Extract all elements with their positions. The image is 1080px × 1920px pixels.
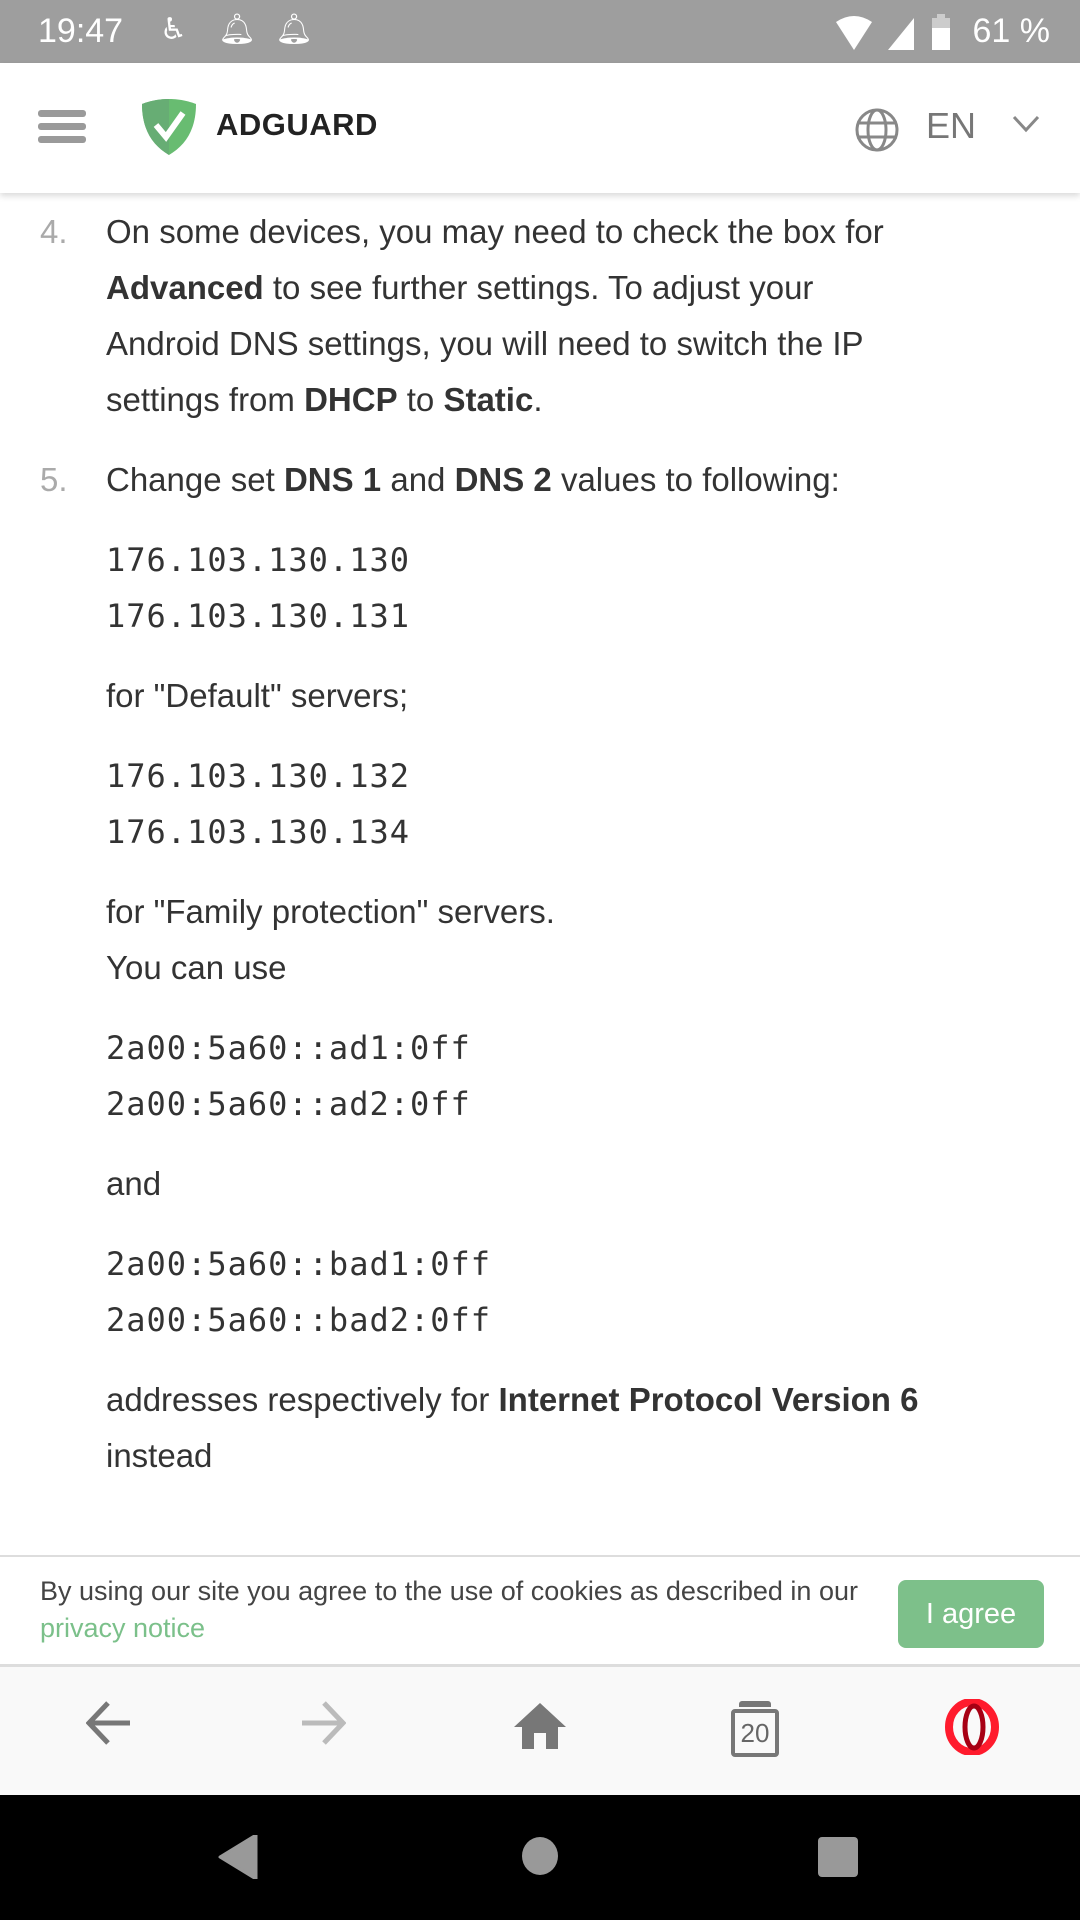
cookie-banner: By using our site you agree to the use o…: [0, 1555, 1080, 1667]
dns-address: 176.103.130.132: [106, 757, 410, 795]
globe-icon[interactable]: [855, 108, 899, 152]
dns-block: 176.103.130.130 176.103.130.131: [0, 532, 1080, 644]
list-number: 4.: [40, 213, 68, 250]
nav-recents-icon[interactable]: [818, 1837, 858, 1877]
status-bar: 19:47 ♿ 🔔︎ 🔔︎ 61 %: [0, 0, 1080, 63]
forward-arrow-icon[interactable]: [300, 1701, 346, 1745]
bell-icon: 🔔︎: [275, 13, 314, 46]
system-navigation-bar: [0, 1795, 1080, 1920]
text-line: settings from DHCP to Static.: [106, 381, 543, 418]
adguard-logo-icon: [142, 99, 196, 155]
language-selector[interactable]: EN: [926, 105, 977, 146]
brand-name: ADGUARD: [216, 107, 378, 142]
text-line: Advanced to see further settings. To adj…: [106, 269, 814, 306]
list-number: 5.: [40, 461, 68, 498]
text-line: Android DNS settings, you will need to s…: [106, 325, 864, 362]
chevron-down-icon[interactable]: [1012, 115, 1040, 133]
agree-button[interactable]: I agree: [898, 1580, 1044, 1648]
back-arrow-icon[interactable]: [86, 1701, 132, 1745]
article-content: 4. On some devices, you may need to chec…: [0, 204, 1080, 1508]
menu-icon[interactable]: [38, 110, 86, 144]
accessibility-icon: ♿: [160, 13, 187, 46]
dns-block: 2a00:5a60::bad1:0ff 2a00:5a60::bad2:0ff: [0, 1236, 1080, 1348]
clock: 19:47: [38, 12, 124, 50]
tabs-button[interactable]: 20: [731, 1701, 779, 1757]
dns-address: 2a00:5a60::ad2:0ff: [106, 1085, 471, 1123]
text-line: addresses respectively for Internet Prot…: [106, 1381, 919, 1418]
privacy-notice-link[interactable]: privacy notice: [40, 1613, 206, 1643]
text-block: addresses respectively for Internet Prot…: [0, 1372, 1080, 1484]
text-block: and: [0, 1156, 1080, 1212]
list-item-4: 4. On some devices, you may need to chec…: [0, 204, 1080, 428]
browser-toolbar: 20: [0, 1667, 1080, 1795]
text-line: and: [106, 1165, 162, 1202]
tabs-count: 20: [731, 1709, 779, 1757]
dns-address: 176.103.130.131: [106, 597, 410, 635]
battery-icon: [932, 14, 950, 50]
nav-home-icon[interactable]: [522, 1837, 558, 1875]
site-header: ADGUARD EN: [0, 63, 1080, 193]
dns-block: 2a00:5a60::ad1:0ff 2a00:5a60::ad2:0ff: [0, 1020, 1080, 1132]
nav-back-icon[interactable]: [218, 1835, 258, 1879]
text-line: You can use: [106, 949, 287, 986]
text-block: for "Family protection" servers. You can…: [0, 884, 1080, 996]
text-line: instead: [106, 1437, 213, 1474]
opera-logo-icon[interactable]: [944, 1699, 1000, 1755]
text-line: Change set DNS 1 and DNS 2 values to fol…: [106, 461, 840, 498]
dns-address: 2a00:5a60::ad1:0ff: [106, 1029, 471, 1067]
dns-address: 2a00:5a60::bad1:0ff: [106, 1245, 492, 1283]
text-line: On some devices, you may need to check t…: [106, 213, 884, 250]
dns-address: 176.103.130.130: [106, 541, 410, 579]
text-line: for "Family protection" servers.: [106, 893, 555, 930]
dns-address: 176.103.130.134: [106, 813, 410, 851]
dns-block: 176.103.130.132 176.103.130.134: [0, 748, 1080, 860]
text-line: for "Default" servers;: [106, 677, 409, 714]
cookie-text: By using our site you agree to the use o…: [40, 1576, 858, 1643]
battery-level: 61 %: [972, 12, 1051, 50]
wifi-signal-icon: [836, 16, 914, 50]
list-item-5: 5. Change set DNS 1 and DNS 2 values to …: [0, 452, 1080, 508]
bell-icon: 🔔︎: [218, 13, 257, 46]
home-icon[interactable]: [514, 1703, 566, 1749]
dns-address: 2a00:5a60::bad2:0ff: [106, 1301, 492, 1339]
text-block: for "Default" servers;: [0, 668, 1080, 724]
